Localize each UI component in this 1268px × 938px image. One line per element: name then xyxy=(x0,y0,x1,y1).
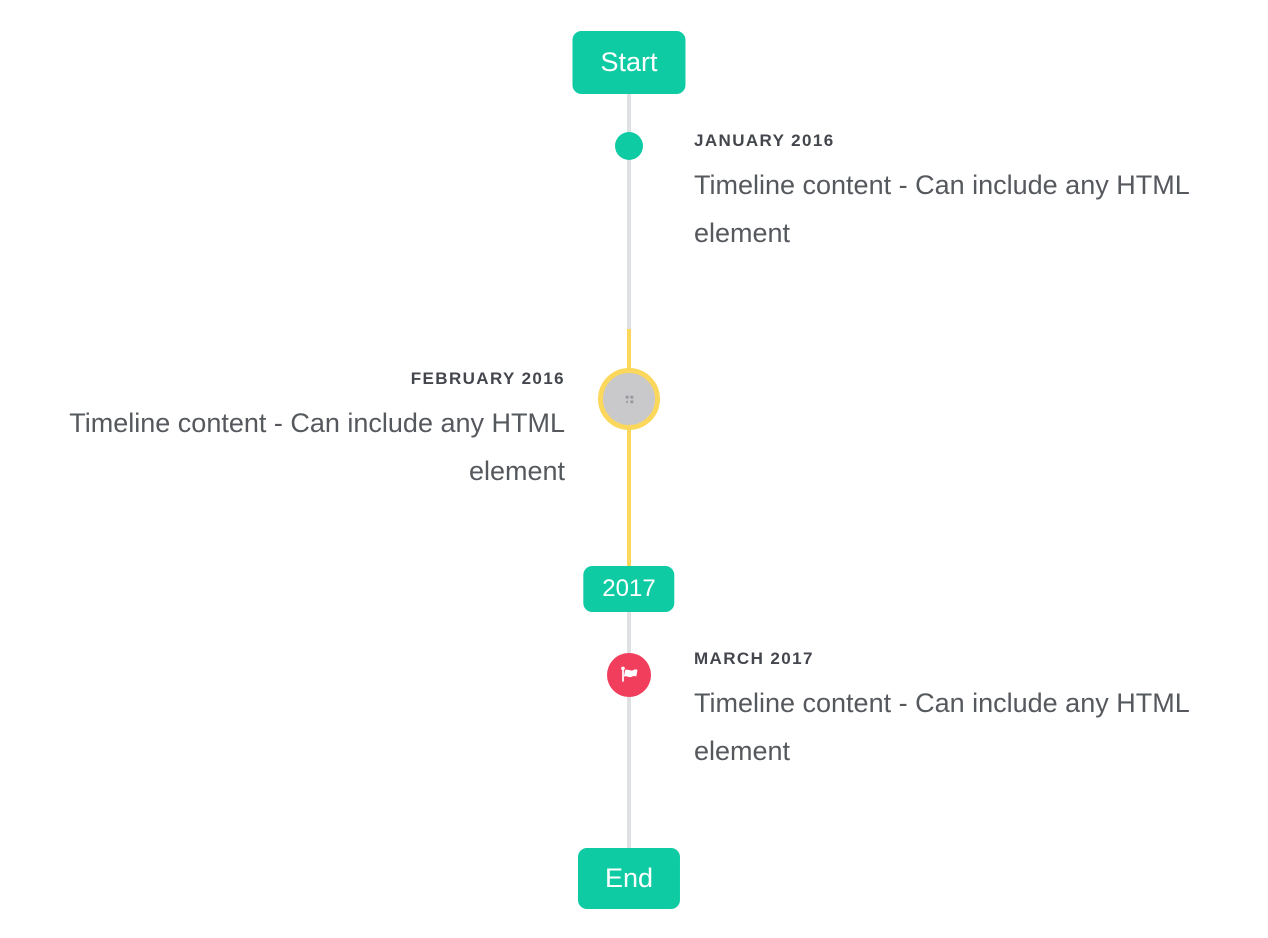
timeline-item-january: JANUARY 2016 Timeline content - Can incl… xyxy=(694,131,1239,257)
item-content: Timeline content - Can include any HTML … xyxy=(69,408,565,486)
february-image-marker xyxy=(598,368,660,430)
item-title: FEBRUARY 2016 xyxy=(410,369,565,388)
item-content: Timeline content - Can include any HTML … xyxy=(694,170,1189,248)
item-title: JANUARY 2016 xyxy=(694,131,835,150)
item-title: MARCH 2017 xyxy=(694,649,814,668)
start-flag-label: Start xyxy=(600,47,658,77)
january-dot-marker xyxy=(615,132,643,160)
year-flag-badge: 2017 xyxy=(583,566,675,612)
flag-icon xyxy=(618,664,641,687)
timeline-item-february: FEBRUARY 2016 Timeline content - Can inc… xyxy=(20,369,565,495)
end-flag-label: End xyxy=(604,863,654,893)
timeline-item-march: MARCH 2017 Timeline content - Can includ… xyxy=(694,649,1239,775)
item-content: Timeline content - Can include any HTML … xyxy=(694,688,1189,766)
march-flag-marker xyxy=(607,653,651,697)
timeline-line-highlight xyxy=(627,329,631,567)
end-flag-badge: End xyxy=(577,848,681,909)
broken-image-icon xyxy=(622,392,637,407)
year-flag-label: 2017 xyxy=(602,575,656,602)
start-flag-badge: Start xyxy=(572,31,686,94)
